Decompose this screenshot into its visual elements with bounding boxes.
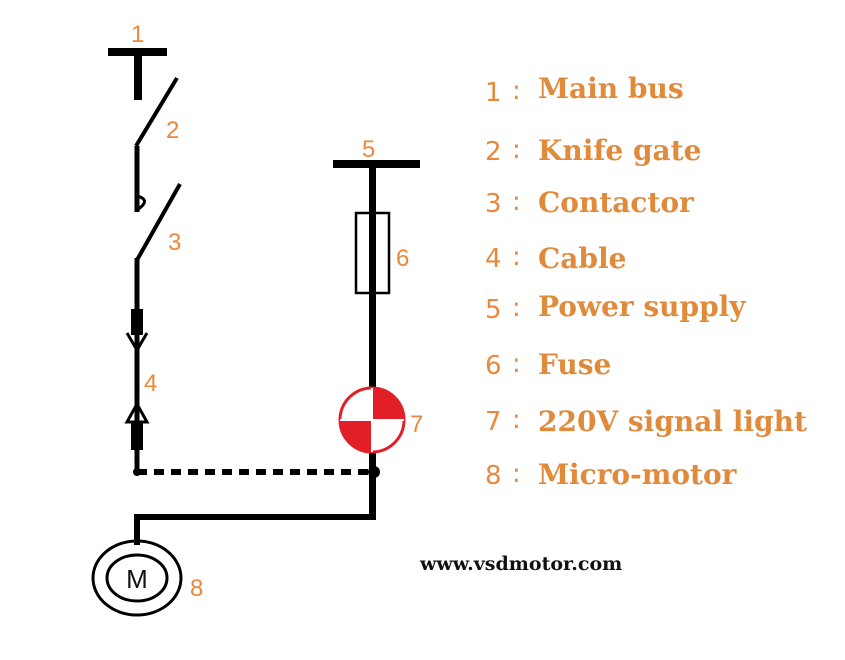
- label-1: 1: [131, 21, 144, 48]
- label-2: 2: [166, 117, 179, 144]
- svg-text:Main bus: Main bus: [538, 72, 684, 105]
- label-8: 8: [190, 575, 203, 602]
- svg-text::: :: [512, 76, 521, 106]
- svg-text:1: 1: [485, 78, 502, 108]
- contactor: [134, 183, 182, 472]
- svg-text::: :: [512, 293, 521, 323]
- svg-text:220V signal light: 220V signal light: [538, 405, 807, 438]
- legend-item: 1: Main bus: [485, 72, 684, 108]
- svg-text:Power supply: Power supply: [538, 290, 746, 323]
- svg-text:5: 5: [485, 295, 502, 325]
- svg-text:6: 6: [485, 351, 502, 381]
- svg-text:8: 8: [485, 461, 502, 491]
- svg-text:Contactor: Contactor: [538, 186, 695, 219]
- cable: [124, 309, 150, 450]
- micro-motor: [91, 539, 183, 617]
- legend-item: 3: Contactor: [485, 186, 695, 219]
- svg-text::: :: [512, 135, 521, 165]
- signal-light: [338, 386, 406, 454]
- svg-text:4: 4: [485, 244, 502, 274]
- legend-item: 2: Knife gate: [485, 134, 701, 167]
- junction-dot: [133, 468, 141, 476]
- legend: 1: Main bus 2: Knife gate 3: Contactor 4: Ca…: [485, 72, 807, 491]
- power-supply: [333, 160, 420, 520]
- svg-text:3: 3: [485, 189, 502, 219]
- motor-wire: [134, 514, 372, 545]
- svg-text:7: 7: [485, 407, 502, 437]
- label-5: 5: [362, 136, 375, 163]
- legend-item: 8: Micro-motor: [485, 458, 738, 491]
- motor-symbol: M: [126, 564, 148, 594]
- knife-gate: [134, 76, 179, 212]
- svg-text:Fuse: Fuse: [538, 348, 611, 381]
- legend-item: 6: Fuse: [485, 348, 611, 381]
- label-6: 6: [396, 245, 409, 272]
- svg-text:Micro-motor: Micro-motor: [538, 458, 738, 491]
- label-7: 7: [410, 411, 423, 438]
- svg-text::: :: [512, 459, 521, 489]
- label-4: 4: [144, 370, 157, 397]
- svg-text:Knife gate: Knife gate: [538, 134, 701, 167]
- website-url: www.vsdmotor.com: [419, 553, 622, 575]
- svg-text::: :: [512, 405, 521, 435]
- legend-item: 7:220V signal light: [485, 405, 807, 438]
- label-3: 3: [168, 229, 181, 256]
- svg-text:2: 2: [485, 137, 502, 167]
- svg-text::: :: [512, 349, 521, 379]
- svg-text:Cable: Cable: [538, 242, 626, 275]
- legend-item: 4: Cable: [485, 242, 626, 275]
- svg-text::: :: [512, 187, 521, 217]
- legend-item: 5: Power supply: [485, 290, 746, 325]
- svg-text::: :: [512, 242, 521, 272]
- main-bus: [108, 48, 167, 100]
